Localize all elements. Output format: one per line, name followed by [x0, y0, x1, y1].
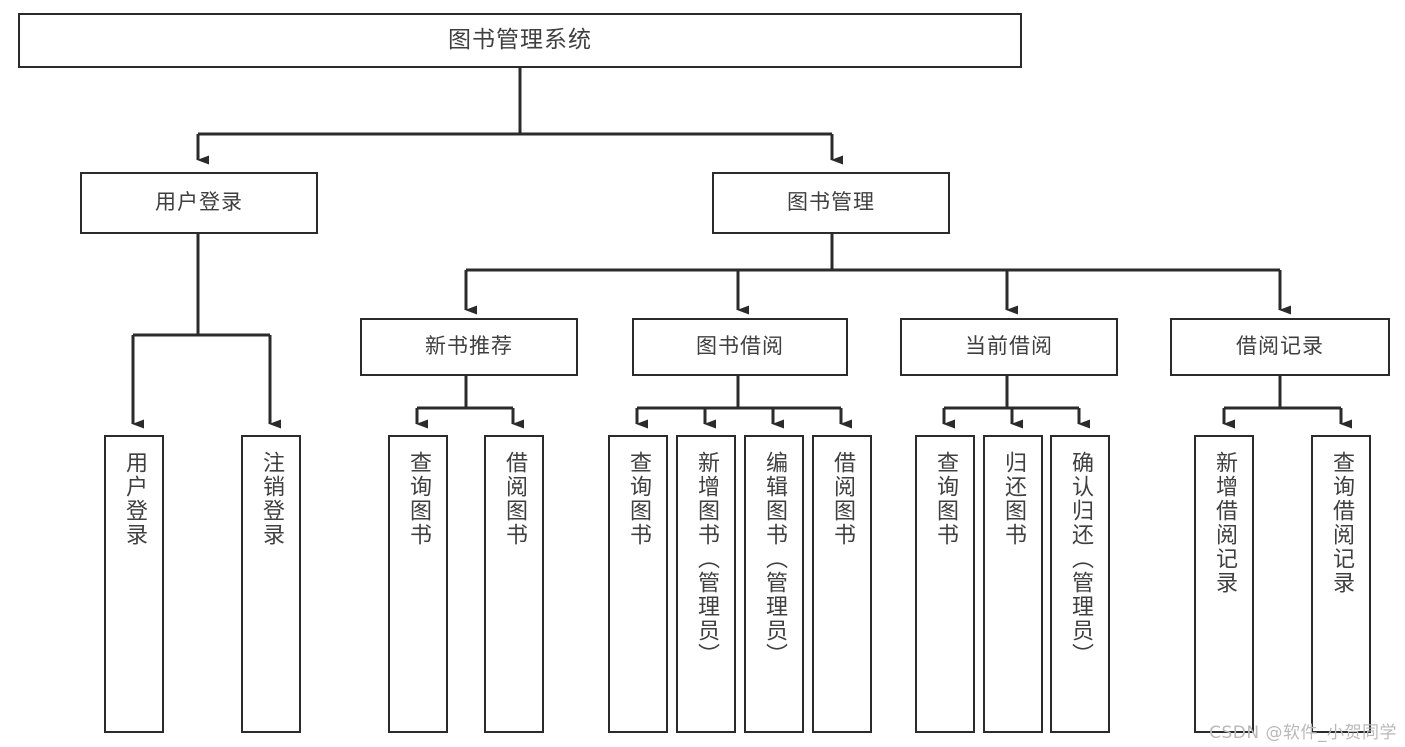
node-current-borrow[interactable]: 当前借阅 [900, 318, 1118, 376]
node-label: 查询图书 [932, 451, 958, 547]
node-label: 注销登录 [258, 451, 284, 547]
node-label: 用户登录 [155, 190, 243, 215]
node-root-system[interactable]: 图书管理系统 [18, 13, 1022, 68]
node-label: 新书推荐 [425, 334, 513, 359]
node-label: 查询图书 [625, 451, 651, 547]
node-user-login[interactable]: 用户登录 [80, 172, 318, 234]
leaf-recommend-borrow-book[interactable]: 借阅图书 [484, 435, 544, 733]
leaf-recommend-query-book[interactable]: 查询图书 [388, 435, 448, 733]
node-borrow-record[interactable]: 借阅记录 [1170, 318, 1390, 376]
watermark-text: CSDN @软件_小贺同学 [1209, 723, 1397, 743]
leaf-record-query-record[interactable]: 查询借阅记录 [1311, 435, 1371, 733]
node-label: 借阅图书 [501, 451, 527, 547]
node-label: 当前借阅 [965, 334, 1053, 359]
node-label: 查询借阅记录 [1328, 451, 1354, 595]
node-new-book-recommend[interactable]: 新书推荐 [360, 318, 578, 376]
node-book-borrow[interactable]: 图书借阅 [632, 318, 848, 376]
node-label: 归还图书 [1000, 451, 1026, 547]
node-book-management[interactable]: 图书管理 [712, 172, 950, 234]
node-label: 图书管理 [787, 190, 875, 215]
leaf-record-add-record[interactable]: 新增借阅记录 [1194, 435, 1254, 733]
node-label: 图书借阅 [696, 334, 784, 359]
leaf-current-return-book[interactable]: 归还图书 [983, 435, 1043, 733]
leaf-borrow-borrow-book[interactable]: 借阅图书 [812, 435, 872, 733]
node-label: 图书管理系统 [448, 26, 592, 53]
node-label: 新增借阅记录 [1211, 451, 1237, 595]
node-label: 新增图书（管理员） [693, 451, 719, 667]
node-label: 查询图书 [405, 451, 431, 547]
leaf-borrow-query-book[interactable]: 查询图书 [608, 435, 668, 733]
leaf-user-login-signin[interactable]: 用户登录 [104, 435, 164, 733]
leaf-borrow-edit-book-admin[interactable]: 编辑图书（管理员） [744, 435, 804, 733]
leaf-current-query-book[interactable]: 查询图书 [915, 435, 975, 733]
leaf-user-login-signout[interactable]: 注销登录 [241, 435, 301, 733]
node-label: 用户登录 [121, 451, 147, 547]
node-label: 确认归还（管理员） [1067, 451, 1093, 667]
leaf-borrow-add-book-admin[interactable]: 新增图书（管理员） [676, 435, 736, 733]
node-label: 借阅记录 [1236, 334, 1324, 359]
node-label: 借阅图书 [829, 451, 855, 547]
leaf-current-confirm-return-admin[interactable]: 确认归还（管理员） [1050, 435, 1110, 733]
node-label: 编辑图书（管理员） [761, 451, 787, 667]
